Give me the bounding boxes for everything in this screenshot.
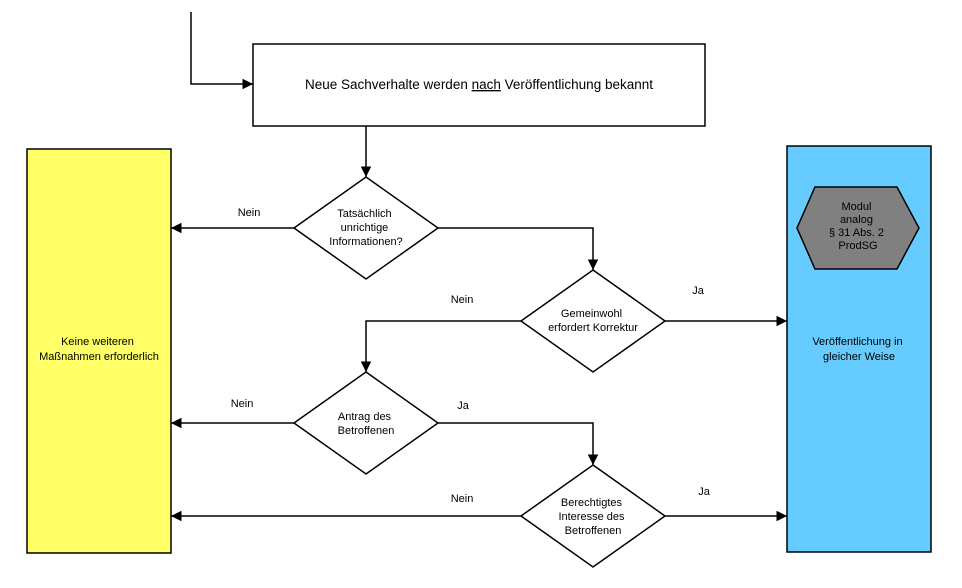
module-line-1: Modul — [841, 201, 871, 213]
edge-label-ja-4: Ja — [698, 486, 711, 498]
edge-label-nein-3: Nein — [231, 398, 254, 410]
edge-label-ja-2: Ja — [692, 285, 705, 297]
decision-2-line-2: erfordert Korrektur — [548, 322, 638, 334]
decision-2 — [519, 269, 667, 373]
decision-1-text: Tatsächlich unrichtige Informationen? — [329, 208, 402, 248]
start-box — [252, 43, 706, 127]
edge-label-ja-3: Ja — [457, 400, 470, 412]
start-box-prefix: Neue Sachverhalte werden — [305, 77, 472, 92]
module-line-2: analog — [840, 214, 873, 226]
entry-connector — [190, 12, 253, 90]
right-box-text: Veröffentlichung in gleicher Weise — [812, 336, 905, 363]
decision-4-line-1: Berechtigtes — [561, 497, 623, 509]
decision-4-line-2: Interesse des — [558, 511, 625, 523]
decision-4 — [519, 464, 667, 568]
start-box-text: Neue Sachverhalte werden nach Veröffentl… — [305, 77, 653, 92]
left-box — [26, 148, 172, 554]
decision-3-line-1: Antrag des — [338, 411, 392, 423]
edge-label-nein-1: Nein — [238, 207, 261, 219]
left-box-text: Keine weiteren Maßnahmen erforderlich — [39, 336, 159, 363]
right-box-line-2: gleicher Weise — [823, 351, 895, 363]
connector-d1-to-d2 — [438, 227, 599, 270]
decision-1 — [292, 176, 440, 280]
left-box-line-2: Maßnahmen erforderlich — [39, 351, 159, 363]
start-box-suffix: Veröffentlichung bekannt — [501, 77, 653, 92]
module-line-4: ProdSG — [838, 240, 877, 252]
decision-3-text: Antrag des Betroffenen — [338, 411, 395, 437]
decision-3 — [292, 371, 440, 475]
left-box-line-1: Keine weiteren — [61, 336, 134, 348]
edge-label-nein-4: Nein — [451, 493, 474, 505]
connector-d3-ja — [438, 422, 599, 465]
decision-4-text: Berechtigtes Interesse des Betroffenen — [558, 497, 627, 537]
module-line-3: § 31 Abs. 2 — [829, 227, 884, 239]
decision-1-line-3: Informationen? — [329, 236, 402, 248]
decision-3-line-2: Betroffenen — [338, 425, 395, 437]
start-box-emphasis: nach — [472, 77, 501, 92]
edge-label-nein-2: Nein — [451, 294, 474, 306]
decision-1-line-1: Tatsächlich — [337, 208, 391, 220]
module-hexagon — [796, 186, 920, 270]
module-text: Modul analog § 31 Abs. 2 ProdSG — [829, 201, 887, 252]
decision-1-line-2: unrichtige — [341, 222, 389, 234]
connector-d2-nein — [360, 320, 521, 372]
decision-2-line-1: Gemeinwohl — [561, 308, 622, 320]
right-box-line-1: Veröffentlichung in — [812, 336, 902, 348]
decision-4-line-3: Betroffenen — [565, 525, 622, 537]
decision-2-text: Gemeinwohl erfordert Korrektur — [548, 308, 638, 334]
